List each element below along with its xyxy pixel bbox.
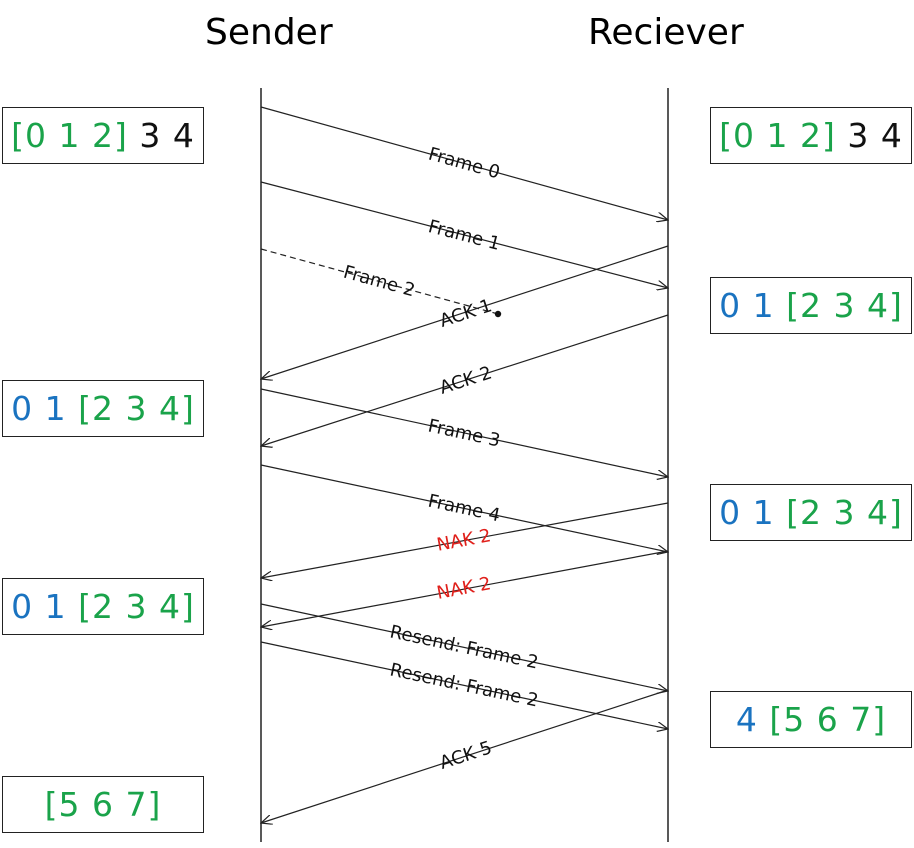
- frame-2-arrow: [260, 248, 499, 315]
- frame-2-label: Frame 2: [341, 262, 417, 302]
- frame-3-arrow: [260, 388, 668, 477]
- nak-2-label: NAK 2: [435, 573, 493, 604]
- receiver-window-segment: 3 4: [835, 116, 903, 155]
- nak-2-arrow: [261, 502, 669, 578]
- resend-frame-2-arrow: [260, 641, 668, 729]
- receiver-window-segment: [2 3 4]: [786, 493, 903, 532]
- receiver-title: Reciever: [588, 12, 744, 53]
- sender-title: Sender: [205, 12, 333, 53]
- ack-5-label: ACK 5: [437, 737, 494, 774]
- ack-1-arrow: [261, 245, 669, 379]
- frame-0-arrow: [260, 106, 668, 220]
- frame-1-arrow: [260, 181, 668, 288]
- sender-window-segment: 0 1: [11, 587, 79, 626]
- frame-4-label: Frame 4: [426, 491, 502, 527]
- receiver-window-box: [0 1 2] 3 4: [710, 107, 912, 164]
- ack-1-label: ACK 1: [437, 295, 494, 332]
- frame-lost-dot: [494, 310, 502, 318]
- nak-2-arrow: [261, 550, 669, 627]
- sender-window-box: 0 1 [2 3 4]: [2, 578, 204, 635]
- receiver-window-segment: 4: [735, 700, 770, 739]
- frame-3-label: Frame 3: [426, 416, 502, 452]
- sender-window-segment: 0 1: [11, 389, 79, 428]
- resend-frame-2-arrow: [260, 603, 668, 691]
- sender-window-box: [5 6 7]: [2, 776, 204, 833]
- receiver-window-segment: [0 1 2]: [719, 116, 836, 155]
- ack-5-arrow: [261, 689, 669, 823]
- sender-window-segment: [2 3 4]: [78, 587, 195, 626]
- ack-2-arrow: [261, 314, 669, 446]
- receiver-window-segment: 0 1: [719, 286, 787, 325]
- receiver-window-box: 4 [5 6 7]: [710, 691, 912, 748]
- sender-window-box: 0 1 [2 3 4]: [2, 380, 204, 437]
- sender-window-segment: [0 1 2]: [11, 116, 128, 155]
- receiver-window-segment: [5 6 7]: [769, 700, 887, 739]
- nak-2-label: NAK 2: [435, 525, 493, 556]
- receiver-window-segment: [2 3 4]: [786, 286, 903, 325]
- sender-window-segment: [2 3 4]: [78, 389, 195, 428]
- sender-window-segment: [5 6 7]: [44, 785, 162, 824]
- frame-0-label: Frame 0: [426, 144, 502, 184]
- receiver-window-segment: 0 1: [719, 493, 787, 532]
- sender-window-box: [0 1 2] 3 4: [2, 107, 204, 164]
- frame-1-label: Frame 1: [426, 216, 502, 255]
- sender-window-segment: 3 4: [127, 116, 195, 155]
- receiver-window-box: 0 1 [2 3 4]: [710, 277, 912, 334]
- frame-4-arrow: [260, 464, 668, 552]
- ack-2-label: ACK 2: [437, 362, 494, 398]
- receiver-window-box: 0 1 [2 3 4]: [710, 484, 912, 541]
